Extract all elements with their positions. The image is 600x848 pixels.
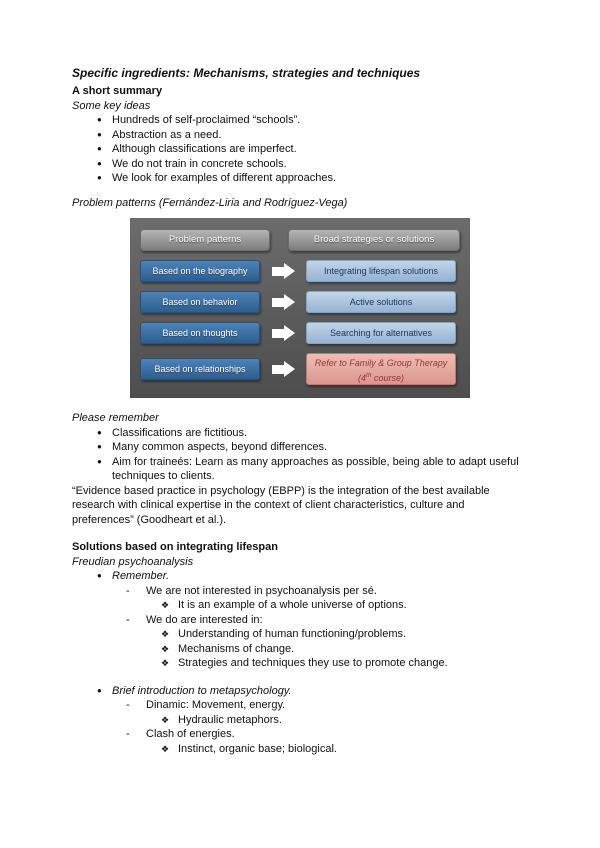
diagram-right-box: Integrating lifespan solutions [306,260,456,282]
list-item: It is an example of a whole universe of … [146,598,528,613]
referral-superscript: th [366,371,372,379]
list-item: We do are interested in: Understanding o… [112,613,528,671]
list-item: We do not train in concrete schools. [72,157,528,172]
key-ideas-list: Hundreds of self-proclaimed “schools”. A… [72,113,528,186]
arrow-right-icon [260,294,306,310]
sub-item-text: Strategies and techniques they use to pr… [178,657,448,669]
list-item: Hydraulic metaphors. [146,713,528,728]
solutions-heading: Solutions based on integrating lifespan [72,541,278,553]
diagram-referral-box: Refer to Family & Group Therapy (4th cou… [306,353,456,385]
topic-remember-list: Remember. We are not interested in psych… [72,569,528,671]
sub-item-text: Instinct, organic base; biological. [178,742,337,755]
page-title: Specific ingredients: Mechanisms, strate… [72,66,421,80]
diagram-right-box: Searching for alternatives [306,322,456,344]
summary-subheading: Some key ideas [72,99,151,112]
diagram-left-box: Based on the biography [140,260,260,282]
ebpp-quote: “Evidence based practice in psychology (… [72,484,490,526]
diagram-header-problem-patterns: Problem patterns [140,229,270,251]
sublist: It is an example of a whole universe of … [146,598,528,613]
sub-item-text: Dinamic: Movement, energy. [146,699,286,711]
diagram-caption: Problem patterns (Fernández-Liria and Ro… [72,196,348,209]
diagram-left-box: Based on relationships [140,358,260,380]
diagram-header-broad-strategies: Broad strategies or solutions [288,229,460,251]
list-item: Clash of energies. Instinct, organic bas… [112,727,528,756]
sub-item-text: We do are interested in: [146,613,263,626]
diagram-row: Based on relationships Refer to Family &… [140,353,460,385]
list-item: Mechanisms of change. [146,642,528,657]
list-item: Classifications are fictitious. [72,426,528,441]
list-item: We look for examples of different approa… [72,171,528,186]
diagram-left-box: Based on thoughts [140,322,260,344]
arrow-right-icon [260,263,306,279]
referral-text: Refer to Family & Group Therapy (4 [314,358,448,383]
sub-item-text: We are not interested in psychoanalysis … [146,584,377,597]
sublist: Dinamic: Movement, energy. Hydraulic met… [112,698,528,756]
list-item: Dinamic: Movement, energy. Hydraulic met… [112,698,528,727]
diagram-row: Based on behavior Active solutions [140,291,460,313]
sublist: Hydraulic metaphors. [146,713,528,728]
diagram-row: Based on thoughts Searching for alternat… [140,322,460,344]
list-item: We are not interested in psychoanalysis … [112,584,528,613]
list-item: Abstraction as a need. [72,128,528,143]
arrow-right-icon [260,325,306,341]
problem-patterns-diagram: Problem patterns Broad strategies or sol… [130,218,470,398]
solutions-subheading: Freudian psychoanalysis [72,555,194,568]
diagram-header-row: Problem patterns Broad strategies or sol… [140,229,460,251]
remember-list: Classifications are fictitious. Many com… [72,426,528,484]
sub-item-text: Understanding of human functioning/probl… [178,628,407,640]
diagram-row: Based on the biography Integrating lifes… [140,260,460,282]
sub-item-text: Clash of energies. [146,728,235,740]
list-item: Many common aspects, beyond differences. [72,440,528,455]
sub-item-text: It is an example of a whole universe of … [178,599,407,611]
list-item: Hundreds of self-proclaimed “schools”. [72,113,528,128]
summary-heading: A short summary [72,85,163,97]
diagram-right-box: Active solutions [306,291,456,313]
sublist: Understanding of human functioning/probl… [146,627,528,671]
referral-text: course) [371,372,404,383]
topic-metapsychology-list: Brief introduction to metapsychology. Di… [72,684,528,757]
topic-label: Brief introduction to metapsychology. [112,684,292,697]
list-item: Brief introduction to metapsychology. Di… [72,684,528,757]
list-item: Aim for traineés: Learn as many approach… [72,455,528,484]
topic-label: Remember. [112,570,170,582]
list-item: Instinct, organic base; biological. [146,742,528,757]
remember-heading: Please remember [72,412,159,424]
list-item: Strategies and techniques they use to pr… [146,656,528,671]
sublist: We are not interested in psychoanalysis … [112,584,528,671]
list-item: Although classifications are imperfect. [72,142,528,157]
diagram-left-box: Based on behavior [140,291,260,313]
sub-item-text: Mechanisms of change. [178,642,295,655]
list-item: Understanding of human functioning/probl… [146,627,528,642]
arrow-right-icon [260,361,306,377]
sub-item-text: Hydraulic metaphors. [178,713,282,726]
sublist: Instinct, organic base; biological. [146,742,528,757]
list-item: Remember. We are not interested in psych… [72,569,528,671]
